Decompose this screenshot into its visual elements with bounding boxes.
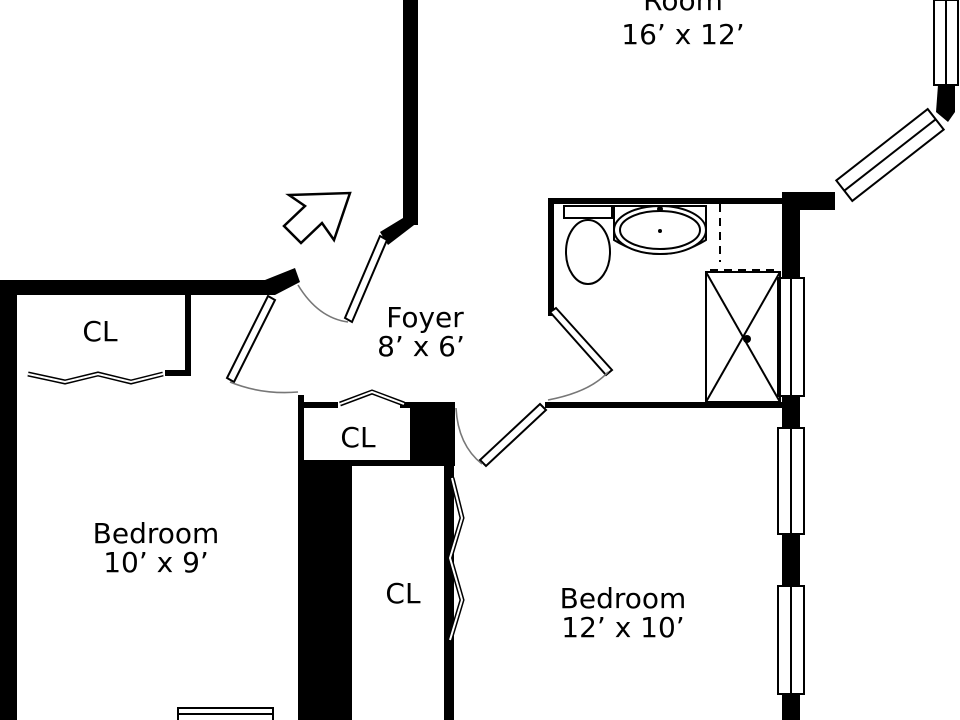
closet-middle-label: CL [340, 421, 376, 454]
bath-fixtures [563, 204, 781, 403]
window-bay-diagonal [834, 107, 946, 203]
wall-closet-mid-top [298, 402, 338, 408]
closet-mid-bifold[interactable] [339, 389, 405, 407]
shower-icon [705, 271, 781, 403]
window-bottom-left [177, 707, 274, 720]
wall-living-left [403, 0, 418, 225]
closet-top-left-label: CL [82, 315, 118, 348]
entry-door[interactable] [343, 234, 389, 324]
bedroom-left-name: Bedroom [93, 517, 220, 550]
wall-center-left [298, 395, 304, 465]
window-right-2 [777, 427, 805, 535]
bedroom-left-door-swing [229, 381, 299, 394]
window-right-3 [777, 585, 805, 695]
wall-foyer-left-stub [265, 268, 300, 295]
wall-closet-tl-bottom [165, 370, 191, 376]
wall-closet-tl-right [185, 295, 191, 375]
wall-lower-closet-right [444, 466, 454, 720]
living-room-name: Room [643, 0, 723, 17]
wall-bay-right [936, 85, 955, 122]
foyer-name: Foyer [386, 301, 464, 334]
bath-door-swing [547, 371, 609, 401]
bedroom-left-door[interactable] [225, 294, 277, 384]
wall-left-outer [0, 280, 17, 720]
window-right-1 [777, 277, 805, 397]
bedroom-right-size: 12’ x 10’ [561, 611, 684, 644]
entry-arrow-icon [282, 191, 352, 245]
sink-icon [613, 205, 707, 255]
sink-faucet [657, 206, 663, 212]
bedroom-right-door-swing [455, 407, 483, 465]
wall-bath-top [548, 198, 788, 204]
wall-chimney [410, 402, 455, 466]
bedroom-right-door[interactable] [478, 402, 548, 468]
closet-doors [27, 371, 465, 641]
living-room-size: 16’ x 12’ [621, 18, 744, 51]
bedroom-left-size: 10’ x 9’ [103, 546, 209, 579]
wall-center-thick [298, 462, 352, 720]
window-top-right [933, 0, 959, 86]
doors [225, 234, 614, 468]
wall-foyer-corner [380, 218, 418, 245]
room-labels: Room 16’ x 12’ Foyer 8’ x 6’ Bedroom 10’… [82, 0, 744, 644]
entry-door-swing [297, 284, 349, 323]
closet-lower-label: CL [385, 577, 421, 610]
foyer-size: 8’ x 6’ [377, 330, 465, 363]
wall-bath-left [548, 198, 554, 316]
sink-drain [658, 229, 662, 233]
windows [177, 0, 959, 720]
wall-bath-bottom [545, 402, 785, 408]
toilet-icon [563, 205, 613, 285]
bath-door[interactable] [548, 306, 614, 377]
wall-closet-mid-bottom [298, 460, 410, 466]
wall-bedroom-left-top [0, 280, 275, 295]
bedroom-right-name: Bedroom [560, 582, 687, 615]
